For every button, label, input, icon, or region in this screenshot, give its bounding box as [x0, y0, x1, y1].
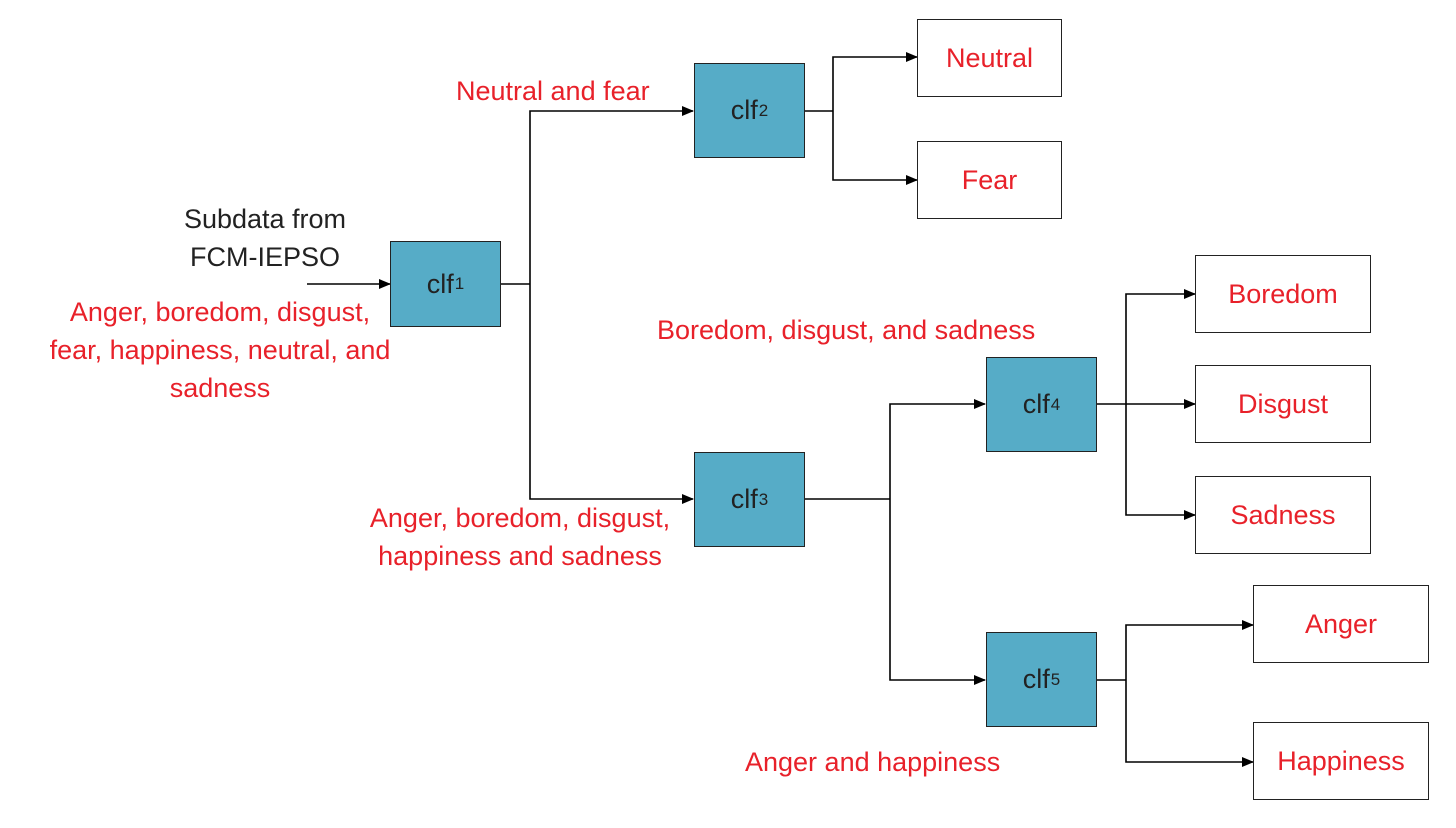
group-label-boredom-disgust-sadness: Boredom, disgust, and sadness: [657, 315, 1036, 345]
classifier-1-name: clf: [426, 268, 454, 299]
classifier-1-subscript: 1: [454, 274, 465, 293]
classifier-4-name: clf: [1022, 389, 1050, 419]
clf1-to-clf2-arrow: [529, 106, 694, 284]
clf4-to-boredom-arrow: [1125, 289, 1196, 404]
group-label-all-line-3: sadness: [169, 373, 271, 403]
classifier-3-subscript: 3: [758, 489, 769, 509]
output-disgust: Disgust: [1195, 365, 1371, 443]
output-fear: Fear: [917, 141, 1062, 219]
output-anger: Anger: [1253, 585, 1429, 663]
input-source-line-1: Subdata from: [183, 204, 347, 234]
output-boredom: Boredom: [1195, 255, 1371, 333]
clf3-to-clf4-arrow: [889, 399, 986, 499]
output-neutral: Neutral: [917, 19, 1062, 97]
classifier-5-name: clf: [1022, 664, 1050, 694]
clf5-to-anger-arrow: [1125, 620, 1254, 680]
input-source-line-2: FCM-IEPSO: [189, 242, 340, 272]
classifier-5-subscript: 5: [1050, 669, 1061, 689]
group-label-neutral-fear: Neutral and fear: [456, 76, 650, 106]
classifier-3-name: clf: [730, 484, 758, 514]
classifier-4-subscript: 4: [1050, 394, 1061, 414]
input-source-label: Subdata from FCM-IEPSO: [160, 200, 370, 276]
output-sadness: Sadness: [1195, 476, 1371, 554]
output-happiness: Happiness: [1253, 722, 1429, 800]
group-label-anger-boredom-disgust-happiness-sadness: Anger, boredom, disgust, happiness and s…: [345, 499, 695, 575]
group-label-anger-happiness: Anger and happiness: [745, 747, 1001, 777]
clf2-to-fear-arrow: [832, 111, 918, 185]
clf3-to-clf5-arrow: [889, 499, 986, 685]
clf2-to-neutral-arrow: [832, 52, 918, 111]
clf4-to-sadness-arrow: [1125, 404, 1196, 520]
group-label-abdhs-line-1: Anger, boredom, disgust,: [369, 503, 671, 533]
group-label-abdhs-line-2: happiness and sadness: [378, 541, 662, 571]
classifier-2-subscript: 2: [758, 100, 769, 120]
group-label-all-line-2: fear, happiness, neutral, and: [49, 335, 391, 365]
clf5-to-happiness-arrow: [1125, 680, 1254, 767]
classifier-2-name: clf: [730, 95, 758, 125]
group-label-all-line-1: Anger, boredom, disgust,: [69, 297, 371, 327]
group-label-all-emotions: Anger, boredom, disgust, fear, happiness…: [15, 293, 425, 407]
clf1-to-clf3-arrow: [529, 284, 694, 504]
